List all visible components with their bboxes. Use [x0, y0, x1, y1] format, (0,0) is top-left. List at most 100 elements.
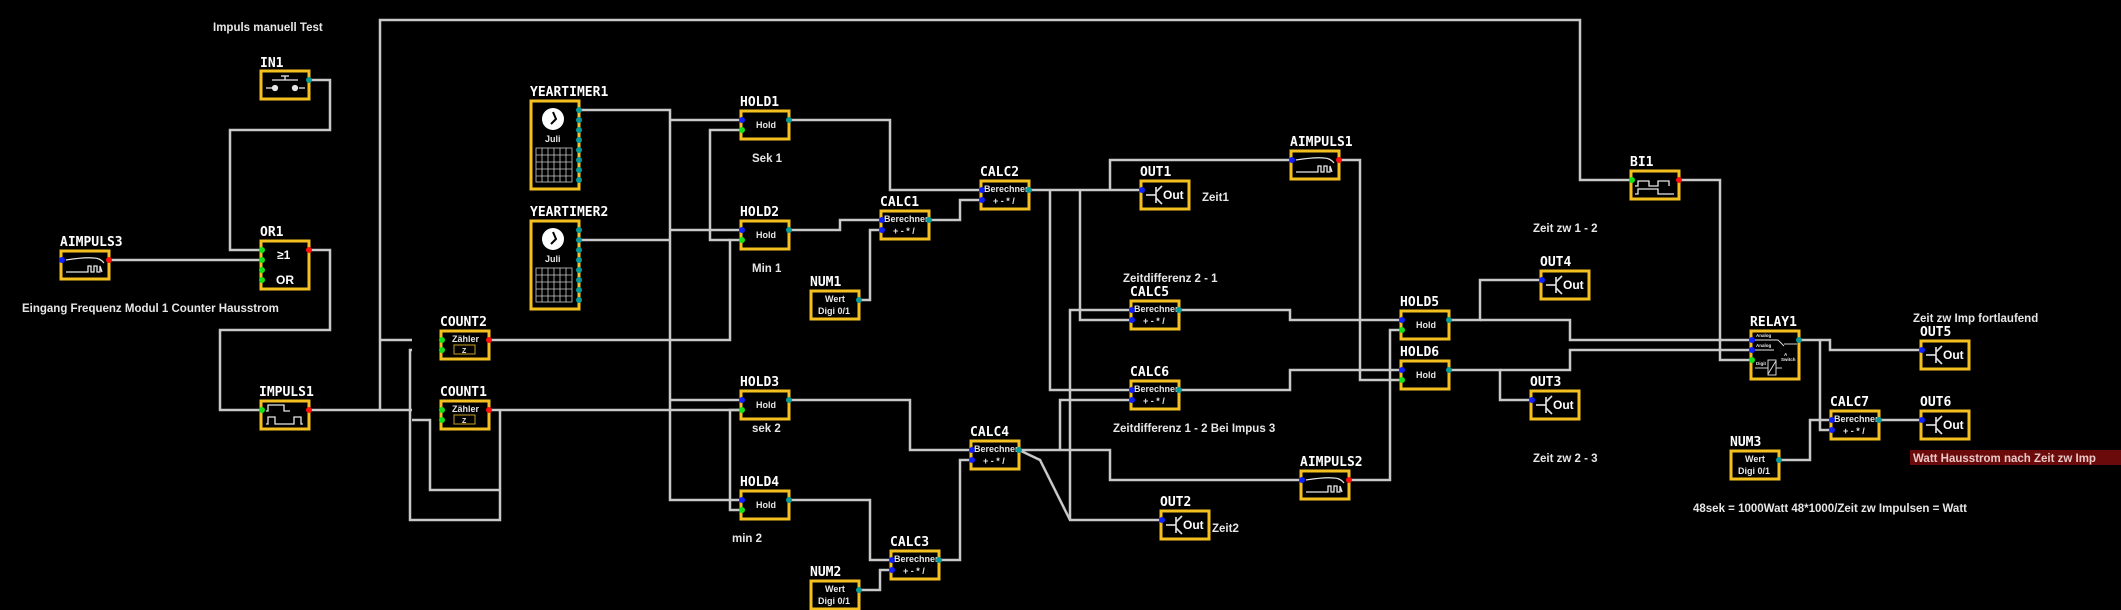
output-port[interactable]	[486, 407, 492, 413]
wire-calc5-hold5[interactable]	[1180, 308, 1402, 322]
wire-num1-calc1[interactable]	[859, 228, 882, 302]
input-port[interactable]	[1139, 187, 1145, 193]
input-port[interactable]	[889, 557, 895, 563]
input-port[interactable]	[1749, 347, 1755, 353]
block-calc3[interactable]: CALC3 Berechner + - * /	[889, 535, 942, 581]
output-port[interactable]	[1176, 307, 1182, 313]
block-calc5[interactable]: CALC5 Berechner + - * /	[1129, 285, 1182, 331]
input-port[interactable]	[1129, 307, 1135, 313]
input-port[interactable]	[259, 247, 265, 253]
block-calc7[interactable]: CALC7 Berechner + - * /	[1829, 395, 1882, 441]
block-calc1[interactable]: CALC1 Berechner + - * /	[879, 195, 932, 241]
input-port[interactable]	[1399, 317, 1405, 323]
input-port[interactable]	[739, 397, 745, 403]
block-count1[interactable]: COUNT1 Zähler Z	[439, 385, 492, 431]
input-port[interactable]	[439, 417, 445, 423]
output-port[interactable]	[306, 247, 312, 253]
block-in1[interactable]: IN1	[259, 56, 312, 101]
input-port[interactable]	[1539, 277, 1545, 283]
block-count2[interactable]: COUNT2 Zähler Z	[439, 315, 492, 361]
output-port[interactable]	[1446, 367, 1452, 373]
input-port[interactable]	[739, 227, 745, 233]
wire-hold5-relay1[interactable]	[1480, 318, 1752, 342]
wire-count1-loop-inner[interactable]	[412, 418, 500, 492]
output-port[interactable]	[306, 77, 312, 83]
wire-count2-hold2[interactable]	[459, 238, 742, 342]
input-port[interactable]	[1919, 417, 1925, 423]
block-hold1[interactable]: HOLD1 Hold	[739, 95, 792, 141]
output-port[interactable]	[1026, 187, 1032, 193]
output-port[interactable]	[1876, 417, 1882, 423]
output-port[interactable]	[856, 297, 862, 303]
wire-calc3-calc4[interactable]	[939, 458, 972, 562]
output-port[interactable]	[106, 257, 112, 263]
block-hold2[interactable]: HOLD2 Hold	[739, 205, 792, 251]
block-yeartimer2[interactable]: YEARTIMER2 Juli	[529, 205, 608, 311]
wire-hold3-calc4[interactable]	[789, 398, 972, 452]
wire-aimpuls1-hold6[interactable]	[1339, 158, 1402, 382]
wire-top-bus-bi1[interactable]	[378, 18, 1632, 410]
input-port[interactable]	[879, 217, 885, 223]
block-hold3[interactable]: HOLD3 Hold	[739, 375, 792, 421]
input-port[interactable]	[439, 407, 445, 413]
output-port[interactable]	[1336, 157, 1342, 163]
input-port[interactable]	[1399, 367, 1405, 373]
output-port[interactable]	[1776, 457, 1782, 463]
output-port[interactable]	[926, 217, 932, 223]
input-port[interactable]	[969, 447, 975, 453]
block-yeartimer1[interactable]: YEARTIMER1 Juli	[529, 85, 608, 191]
reset-port[interactable]	[1399, 377, 1405, 383]
input-port[interactable]	[259, 267, 265, 273]
wire-hold6-out3[interactable]	[1450, 368, 1532, 402]
block-out3[interactable]: OUT3 Out	[1529, 375, 1581, 421]
block-hold5[interactable]: HOLD5 Hold	[1399, 295, 1452, 341]
wire-calc4-calc6[interactable]	[1058, 398, 1132, 450]
input-port[interactable]	[889, 567, 895, 573]
block-calc4[interactable]: CALC4 Berechner + - * /	[969, 425, 1022, 471]
wire-calc1-calc2[interactable]	[929, 198, 982, 222]
wire-in1-or1[interactable]	[228, 78, 332, 252]
input-port[interactable]	[1129, 387, 1135, 393]
input-port[interactable]	[259, 257, 265, 263]
input-port[interactable]	[979, 187, 985, 193]
input-port[interactable]	[1749, 337, 1755, 343]
block-or1[interactable]: OR1 ≥1 OR	[259, 225, 312, 291]
reset-port[interactable]	[739, 407, 745, 413]
block-out5[interactable]: OUT5 Out	[1919, 325, 1971, 371]
block-impuls1[interactable]: IMPULS1	[259, 385, 314, 431]
wire-calc4-out2[interactable]	[1018, 448, 1162, 522]
input-port[interactable]	[969, 457, 975, 463]
wire-count1-loop-outer[interactable]	[408, 348, 502, 522]
block-calc2[interactable]: CALC2 Berechner + - * /	[979, 165, 1032, 211]
block-out1[interactable]: OUT1 Out	[1139, 165, 1191, 211]
input-port[interactable]	[1159, 517, 1165, 523]
block-calc6[interactable]: CALC6 Berechner + - * /	[1129, 365, 1182, 411]
wire-aimpuls2-hold5[interactable]	[1350, 328, 1402, 482]
wire-bi1-relay1[interactable]	[1680, 178, 1752, 362]
wire-relay1-calc7[interactable]	[1818, 340, 1832, 432]
output-port[interactable]	[856, 587, 862, 593]
block-bi1[interactable]: BI1	[1629, 155, 1682, 201]
wire-calc2-calc6[interactable]	[1048, 190, 1132, 392]
wire-hold4-calc3[interactable]	[789, 498, 892, 562]
output-port[interactable]	[1346, 477, 1352, 483]
digital-input-port[interactable]	[1749, 357, 1755, 363]
output-port[interactable]	[486, 337, 492, 343]
block-hold4[interactable]: HOLD4 Hold	[739, 475, 792, 521]
wire-calc6-hold6[interactable]	[1180, 368, 1402, 392]
wire-relay1-out5[interactable]	[1799, 338, 1922, 352]
input-port[interactable]	[439, 347, 445, 353]
wire-hold1-calc2[interactable]	[789, 118, 982, 192]
wire-num2-calc3[interactable]	[859, 568, 892, 592]
output-port[interactable]	[1016, 447, 1022, 453]
wire-or1-impuls1[interactable]	[218, 248, 332, 412]
output-port[interactable]	[786, 497, 792, 503]
input-port[interactable]	[739, 497, 745, 503]
input-port[interactable]	[879, 227, 885, 233]
input-port[interactable]	[259, 407, 265, 413]
wire-calc4-aimpuls2[interactable]	[1019, 448, 1302, 482]
input-port[interactable]	[59, 257, 65, 263]
input-port[interactable]	[979, 197, 985, 203]
input-port[interactable]	[439, 337, 445, 343]
wire-calc5-in1[interactable]	[1068, 308, 1132, 520]
